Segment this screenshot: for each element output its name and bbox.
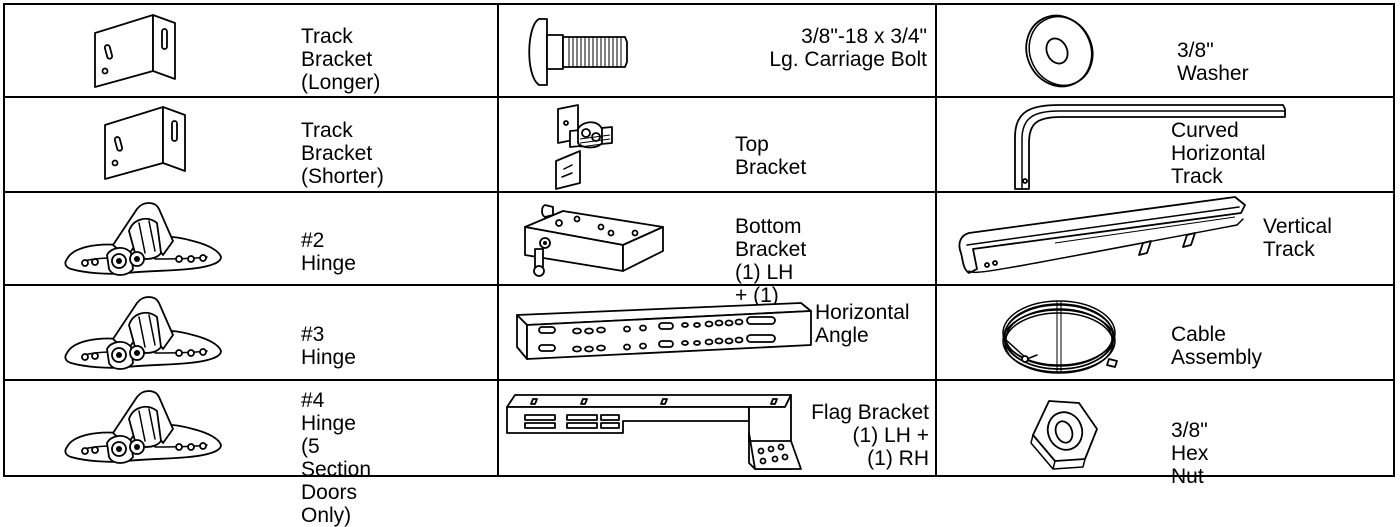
part-label: Cable Assembly (1171, 323, 1263, 369)
part-label: Track Bracket (Longer) (301, 25, 381, 94)
part-label: Flag Bracket (1) LH + (1) RH (811, 401, 929, 470)
bottom-bracket-icon (515, 204, 665, 281)
track-bracket-shorter-icon (104, 106, 205, 187)
hinge-2-icon (63, 201, 223, 281)
parts-grid: Track Bracket (Longer) 3/8"-18 x 3/4" Lg… (3, 3, 1395, 527)
column-divider (497, 5, 499, 475)
part-label: 3/8" Hex Nut (1171, 419, 1209, 488)
carriage-bolt-icon (525, 15, 635, 90)
row-divider (5, 191, 1393, 193)
hex-nut-icon (1027, 397, 1101, 473)
part-label: Curved Horizontal Track (1171, 119, 1266, 188)
row-divider (5, 284, 1393, 286)
track-bracket-longer-icon (94, 14, 195, 95)
part-label: Vertical Track (1263, 215, 1332, 261)
part-label: #3 Hinge (301, 323, 356, 369)
top-bracket-icon (550, 103, 630, 191)
part-label: Track Bracket (Shorter) (301, 119, 384, 188)
part-label: 3/8" Washer (1177, 39, 1249, 85)
part-label: #2 Hinge (301, 229, 356, 275)
vertical-track-icon (955, 195, 1255, 285)
flag-bracket-icon (505, 393, 802, 479)
hinge-3-icon (63, 295, 223, 375)
hinge-4-icon (63, 389, 223, 469)
part-label: Top Bracket (735, 133, 807, 179)
column-divider (935, 5, 937, 475)
row-divider (5, 379, 1393, 381)
curved-horizontal-track-icon (1003, 103, 1293, 193)
washer-icon (1017, 11, 1101, 91)
row-divider (5, 96, 1393, 98)
part-label: 3/8"-18 x 3/4" Lg. Carriage Bolt (769, 25, 927, 71)
horizontal-angle-icon (511, 301, 812, 371)
part-label: #4 Hinge (5 Section Doors Only) (301, 389, 372, 527)
part-label: Horizontal Angle (815, 301, 910, 347)
cable-assembly-icon (997, 295, 1121, 377)
part-label: Bottom Bracket (1) LH + (1) RH (735, 215, 807, 330)
